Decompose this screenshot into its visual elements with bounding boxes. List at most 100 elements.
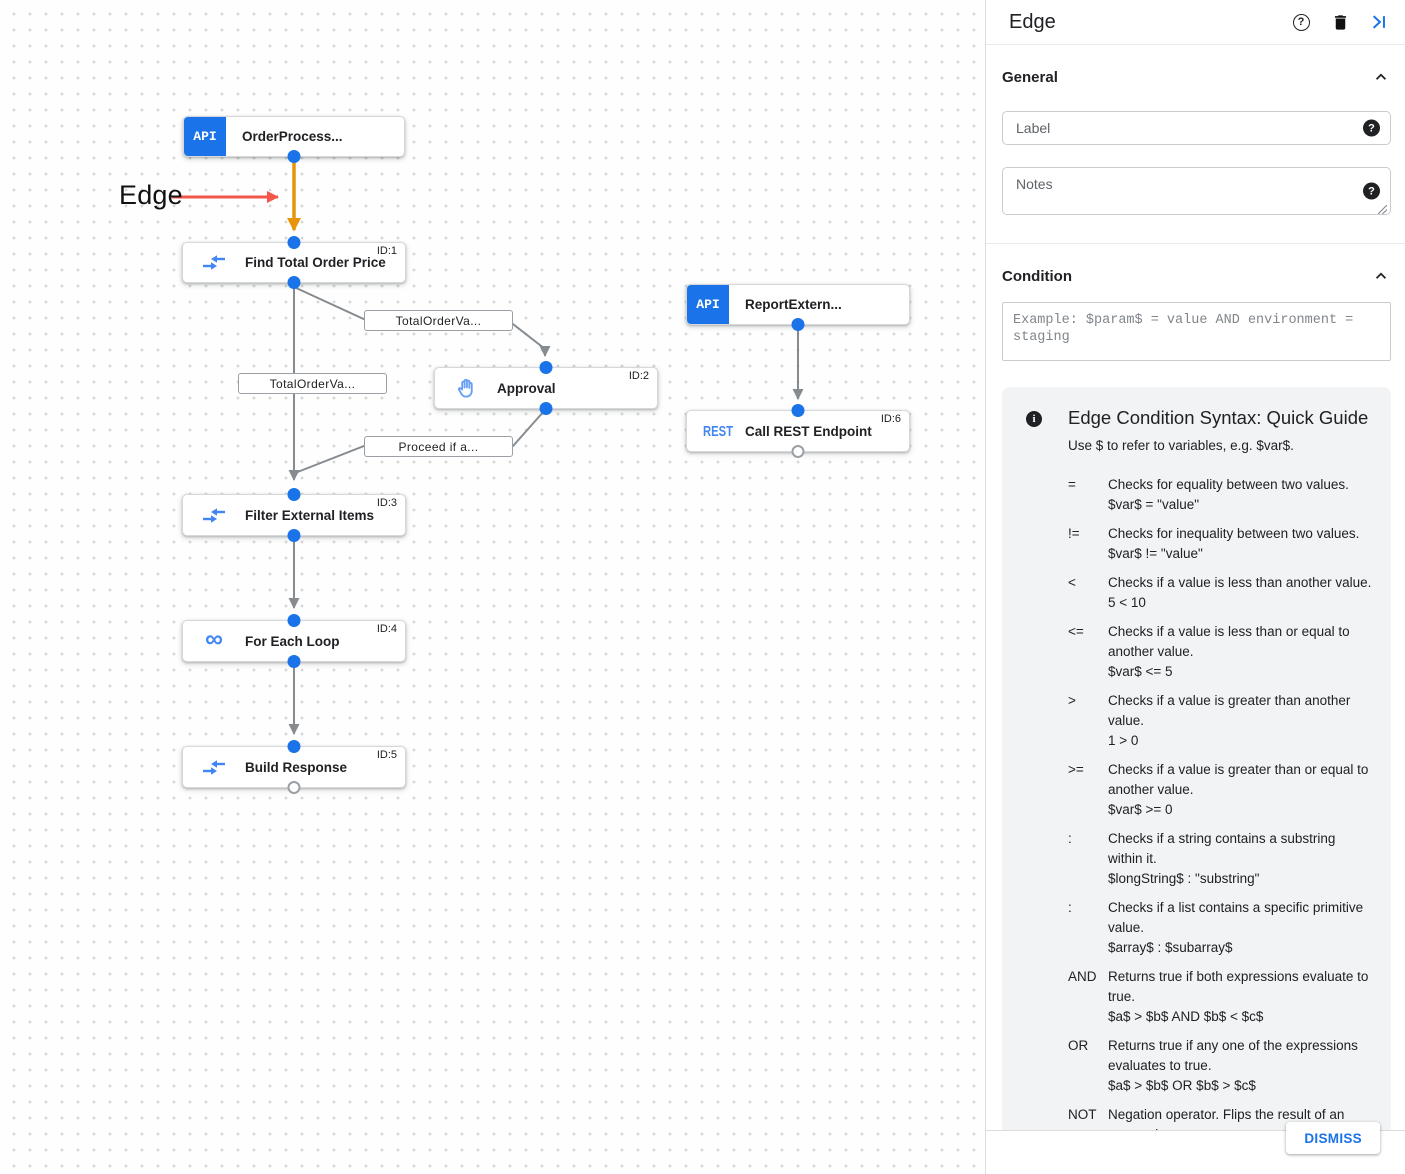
guide-operator-row: : Checks if a string contains a substrin… [1068,829,1373,889]
panel-footer: DISMISS [986,1122,1405,1174]
guide-example: $array$ : $subarray$ [1108,940,1233,955]
node-id: ID:4 [376,623,397,635]
input-port[interactable] [539,361,553,374]
output-port[interactable] [287,529,301,542]
api-trigger-icon: API [687,285,729,324]
guide-operator: < [1068,575,1076,590]
guide-operator-row: : Checks if a list contains a specific p… [1068,898,1373,958]
guide-operator: >= [1068,762,1084,777]
guide-operator: : [1068,831,1072,846]
output-port[interactable] [791,445,805,458]
guide-example: $var$ = "value" [1108,497,1200,512]
node-build-response[interactable]: Build Response ID:5 [182,740,406,794]
guide-example: 1 > 0 [1108,733,1139,748]
flow-edges [172,158,804,735]
guide-intro: Use $ to refer to variables, e.g. $var$. [1068,438,1294,453]
output-port[interactable] [539,402,553,415]
node-title: Find Total Order Price [245,255,386,270]
edge-label-from-approval[interactable]: Proceed if a... [364,436,513,457]
notes-input[interactable] [1002,167,1391,215]
output-port[interactable] [287,276,301,289]
guide-description: Checks if a value is greater than anothe… [1108,693,1351,728]
guide-description: Checks if a value is less than another v… [1108,575,1372,590]
node-title: Call REST Endpoint [745,423,872,439]
node-order-process[interactable]: API OrderProcess... [183,116,405,163]
node-id: ID:2 [628,370,649,382]
edge-label-to-approval[interactable]: TotalOrderVa... [364,310,513,331]
guide-example: $longString$ : "substring" [1108,871,1260,886]
edge-properties-panel: Edge ? General ? ? [985,0,1405,1174]
output-port[interactable] [287,781,301,794]
node-filter-external-items[interactable]: Filter External Items ID:3 [182,488,406,542]
edge-label-to-filter[interactable]: TotalOrderVa... [238,373,387,394]
guide-operator: OR [1068,1038,1089,1053]
general-section: General ? ? [986,65,1405,244]
output-port[interactable] [791,318,805,331]
data-mapping-icon [201,254,227,271]
input-port[interactable] [287,488,301,501]
guide-operator: AND [1068,969,1097,984]
label-input[interactable] [1002,111,1391,145]
input-port[interactable] [791,404,805,417]
general-section-title: General [1002,68,1058,86]
node-report-external[interactable]: API ReportExtern... [686,284,910,331]
guide-example: $var$ <= 5 [1108,664,1173,679]
node-title: ReportExtern... [745,297,842,312]
node-title: For Each Loop [245,633,340,649]
guide-operator: != [1068,526,1080,541]
node-call-rest-endpoint[interactable]: REST Call REST Endpoint ID:6 [686,404,910,458]
delete-icon[interactable] [1330,12,1350,32]
input-port[interactable] [287,236,301,249]
chevron-up-icon[interactable] [1371,67,1391,87]
guide-description: Checks if a string contains a substring … [1108,831,1336,866]
hand-approval-icon [453,377,479,400]
collapse-panel-icon[interactable] [1369,12,1389,32]
input-port[interactable] [287,740,301,753]
node-id: ID:5 [376,749,397,761]
node-approval[interactable]: Approval ID:2 [434,361,658,415]
guide-operator-row: OR Returns true if any one of the expres… [1068,1036,1373,1096]
condition-section-title: Condition [1002,267,1072,285]
panel-title: Edge [1009,10,1056,33]
api-trigger-icon: API [184,117,226,156]
label-help-icon[interactable]: ? [1363,119,1380,137]
guide-operator-row: = Checks for equality between two values… [1068,475,1373,515]
chevron-up-icon[interactable] [1371,266,1391,286]
node-title: Filter External Items [245,507,375,523]
flow-canvas[interactable]: Edge TotalOrderVa... TotalOrderVa... Pro… [0,0,985,1174]
node-id: ID:1 [376,245,397,257]
guide-operator-row: != Checks for inequality between two val… [1068,524,1373,564]
guide-operator: : [1068,900,1072,915]
help-icon[interactable]: ? [1291,12,1311,32]
condition-section: Condition [986,264,1405,361]
notes-help-icon[interactable]: ? [1363,182,1380,200]
guide-example: $var$ >= 0 [1108,802,1173,817]
guide-operator: = [1068,477,1076,492]
guide-description: Checks if a value is less than or equal … [1108,624,1350,659]
info-icon: i [1026,411,1042,427]
guide-operator-row: < Checks if a value is less than another… [1068,573,1373,613]
guide-example: $a$ > $b$ OR $b$ > $c$ [1108,1078,1256,1093]
output-port[interactable] [287,150,301,163]
node-for-each-loop[interactable]: ∞ For Each Loop ID:4 [182,614,406,668]
guide-operator: <= [1068,624,1084,639]
guide-operator: > [1068,693,1076,708]
notes-field-wrap: ? [1002,167,1391,215]
data-mapping-icon [201,759,227,776]
node-find-total-order-price[interactable]: Find Total Order Price ID:1 [182,236,406,289]
resize-handle-icon[interactable] [1377,201,1388,215]
loop-infinity-icon: ∞ [205,625,223,653]
guide-example: 5 < 10 [1108,595,1146,610]
annotation-edge-label: Edge [119,180,183,210]
condition-input[interactable] [1002,302,1391,361]
guide-description: Checks if a list contains a specific pri… [1108,900,1364,935]
guide-title: Edge Condition Syntax: Quick Guide [1068,407,1369,428]
dismiss-button[interactable]: DISMISS [1286,1122,1380,1154]
label-field-wrap: ? [1002,111,1391,145]
node-title: OrderProcess... [242,129,343,144]
data-mapping-icon [201,507,227,524]
output-port[interactable] [287,655,301,668]
node-id: ID:6 [880,413,901,425]
guide-operator-list: = Checks for equality between two values… [1068,475,1373,1165]
input-port[interactable] [287,614,301,627]
